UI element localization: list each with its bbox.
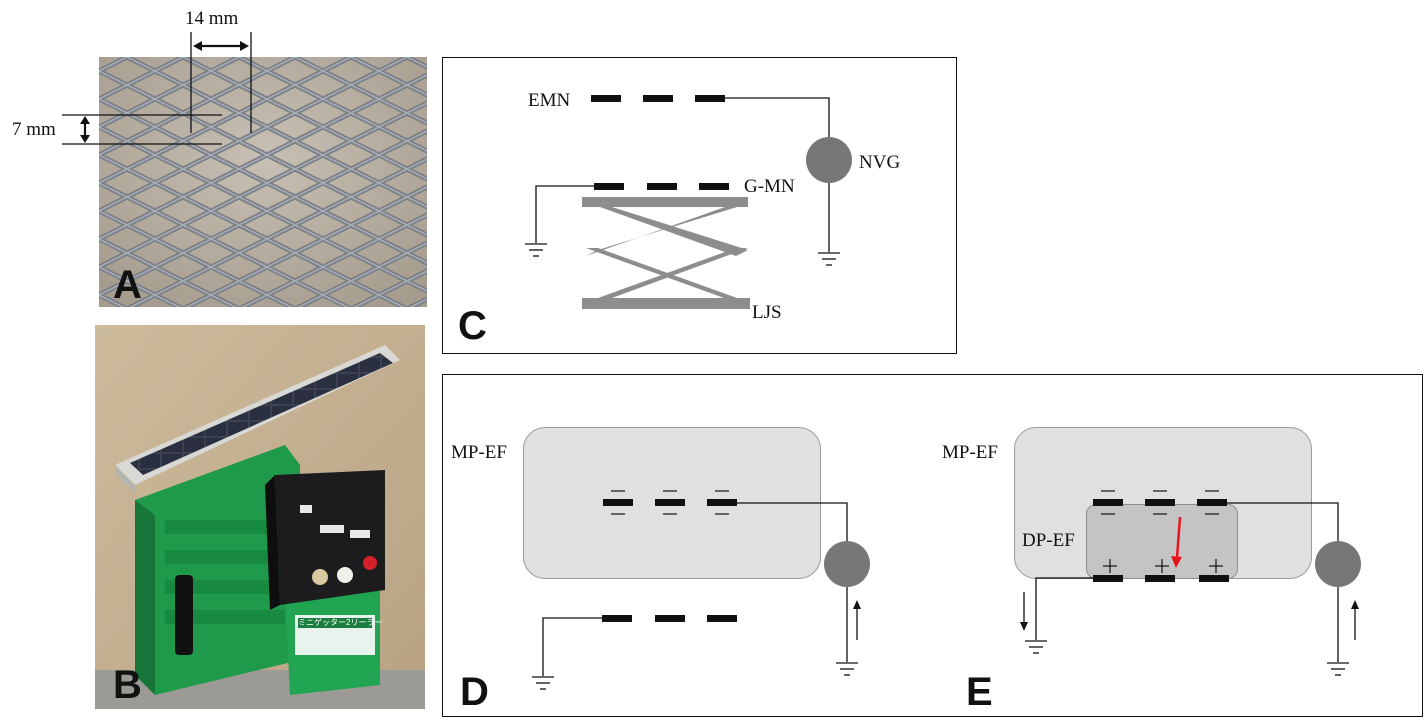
panel-letter-c: C [458,304,487,348]
ljs-label: LJS [752,302,782,323]
gmn-label: G-MN [744,176,795,197]
energizer-photo: ミニゲッター2リーラー [95,325,425,709]
mpef-label-e: MP-EF [942,442,998,463]
energizer-photo-art [95,325,425,709]
panel-letter-b: B [113,663,142,707]
mesh-height-label: 7 mm [12,119,56,140]
panel-letter-e: E [966,670,993,714]
mpef-label-d: MP-EF [451,442,507,463]
panel-letter-a: A [113,263,142,307]
panel-letter-d: D [460,670,489,714]
emn-label: EMN [528,90,571,111]
mesh-photo [99,57,427,307]
dpef-field-e [1086,504,1238,579]
panel-c-frame [442,57,957,354]
dpef-label-e: DP-EF [1022,530,1075,551]
mesh-photo-art [99,57,427,307]
mpef-field-d [523,427,821,579]
nvg-label: NVG [859,152,901,173]
mesh-width-label: 14 mm [185,8,239,29]
panel-de-frame [442,374,1423,717]
energizer-label-text: ミニゲッター2リーラー [298,618,383,627]
